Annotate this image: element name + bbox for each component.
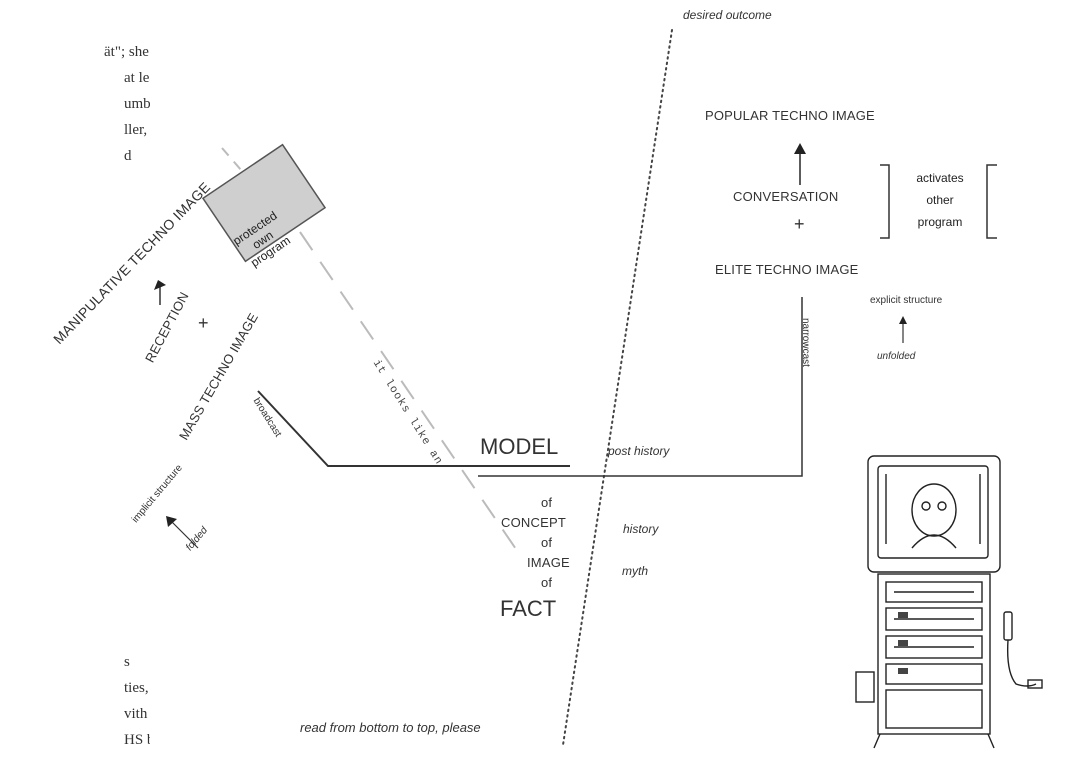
arrow-reception-icon: [154, 280, 166, 290]
body-line: ties,: [124, 680, 149, 696]
of-label: of: [541, 495, 553, 510]
model-label: MODEL: [480, 434, 559, 459]
post-history-label: post history: [608, 444, 670, 458]
body-line: ller,: [124, 122, 148, 138]
myth-label: myth: [622, 564, 649, 578]
body-line: at least in: [124, 70, 150, 86]
body-line: HS below,: [124, 732, 150, 748]
of-label: of: [541, 535, 553, 550]
popular-techno-image-label: POPULAR TECHNO IMAGE: [705, 108, 875, 123]
of-label: of: [541, 575, 553, 590]
bracket-right-close: [880, 164, 890, 239]
television-tower-icon: [855, 455, 1043, 749]
timeline-dotted-line: [562, 29, 673, 746]
fact-label: FACT: [500, 596, 557, 621]
plus-left: +: [198, 313, 209, 333]
dashed-connector-upper: [221, 147, 249, 179]
body-line: vith an: [124, 706, 150, 722]
desired-outcome-label: desired outcome: [683, 8, 772, 22]
body-text-column: ät"; she had at least in umber ller, d s…: [0, 0, 150, 769]
image-label: IMAGE: [527, 555, 570, 570]
concept-label: CONCEPT: [501, 515, 566, 530]
activates-other-program: activates other program: [916, 171, 964, 229]
plus-right: +: [794, 214, 805, 234]
elite-techno-image-label: ELITE TECHNO IMAGE: [715, 262, 859, 277]
narrowcast-label: narrowcast: [800, 318, 811, 367]
narrowcast-line: [478, 297, 803, 477]
body-line: ät"; she had: [104, 44, 150, 60]
history-label: history: [623, 522, 659, 536]
explicit-structure-label: explicit structure: [870, 295, 943, 306]
body-line: s: [124, 654, 130, 670]
body-line: umber: [124, 96, 150, 112]
dashed-connector-lower: [299, 231, 521, 556]
conversation-label: CONVERSATION: [733, 189, 839, 204]
arrow-diagonal-icon: [166, 516, 177, 527]
protected-program-box: [201, 143, 327, 263]
broadcast-line: [257, 390, 570, 467]
bracket-right-open: [986, 164, 997, 239]
body-line: d: [124, 148, 132, 164]
arrow-up-icon: [794, 143, 806, 154]
read-instruction-label: read from bottom to top, please: [300, 720, 481, 735]
unfolded-label: unfolded: [877, 351, 916, 362]
arrow-up-small-icon: [899, 316, 907, 324]
